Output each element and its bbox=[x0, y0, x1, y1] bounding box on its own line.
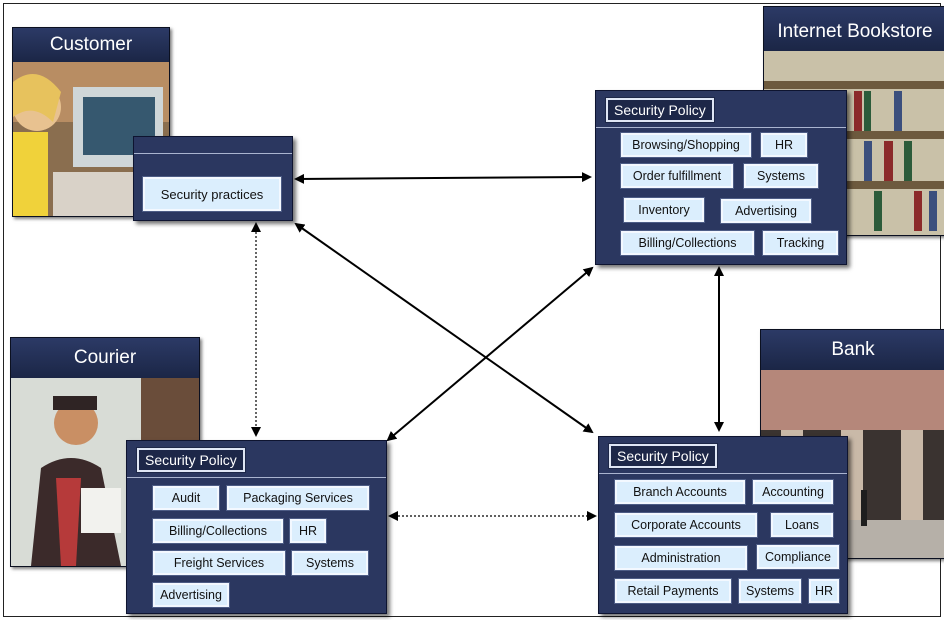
bank-policy-panel: Security Policy Branch Accounts Accounti… bbox=[598, 436, 848, 614]
bookstore-policy-header bbox=[596, 91, 846, 128]
policy-item: Packaging Services bbox=[226, 485, 370, 511]
security-practices-chip: Security practices bbox=[142, 176, 282, 212]
policy-item: Retail Payments bbox=[614, 578, 732, 604]
bank-title: Bank bbox=[761, 330, 944, 370]
policy-item: Advertising bbox=[152, 582, 230, 608]
policy-item: Billing/Collections bbox=[152, 518, 284, 544]
policy-item: Corporate Accounts bbox=[614, 512, 758, 538]
bookstore-policy-title: Security Policy bbox=[605, 97, 715, 123]
courier-policy-panel: Security Policy Audit Packaging Services… bbox=[126, 440, 387, 614]
policy-item: Systems bbox=[743, 163, 819, 189]
policy-item: Administration bbox=[614, 545, 748, 571]
policy-item: Loans bbox=[770, 512, 834, 538]
policy-item: Systems bbox=[738, 578, 802, 604]
policy-item: Accounting bbox=[752, 479, 834, 505]
bookstore-policy-panel: Security Policy Browsing/Shopping HR Ord… bbox=[595, 90, 847, 265]
policy-item: Freight Services bbox=[152, 550, 286, 576]
customer-bank-arrow bbox=[294, 222, 594, 434]
policy-item: Inventory bbox=[623, 197, 705, 223]
customer-title: Customer bbox=[13, 28, 169, 62]
policy-item: Billing/Collections bbox=[620, 230, 755, 256]
diagram-frame bbox=[3, 3, 941, 617]
policy-item: HR bbox=[808, 578, 840, 604]
policy-item: HR bbox=[760, 132, 808, 158]
policy-item: HR bbox=[289, 518, 327, 544]
bank-policy-title: Security Policy bbox=[608, 443, 718, 469]
policy-item: Order fulfillment bbox=[620, 163, 734, 189]
policy-item: Browsing/Shopping bbox=[620, 132, 752, 158]
bank-policy-header bbox=[599, 437, 847, 474]
customer-practices-panel: Security practices bbox=[133, 136, 293, 221]
customer-bookstore-arrow bbox=[294, 172, 592, 184]
bookstore-courier-arrow bbox=[386, 266, 594, 442]
customer-panel-header bbox=[134, 137, 292, 154]
policy-item: Advertising bbox=[720, 198, 812, 224]
policy-item: Tracking bbox=[762, 230, 839, 256]
policy-item: Audit bbox=[152, 485, 220, 511]
courier-title: Courier bbox=[11, 338, 199, 378]
policy-item: Systems bbox=[291, 550, 369, 576]
bookstore-title: Internet Bookstore bbox=[764, 7, 944, 51]
courier-policy-header bbox=[127, 441, 386, 478]
courier-policy-title: Security Policy bbox=[136, 447, 246, 473]
policy-item: Compliance bbox=[756, 544, 840, 570]
policy-item: Branch Accounts bbox=[614, 479, 746, 505]
